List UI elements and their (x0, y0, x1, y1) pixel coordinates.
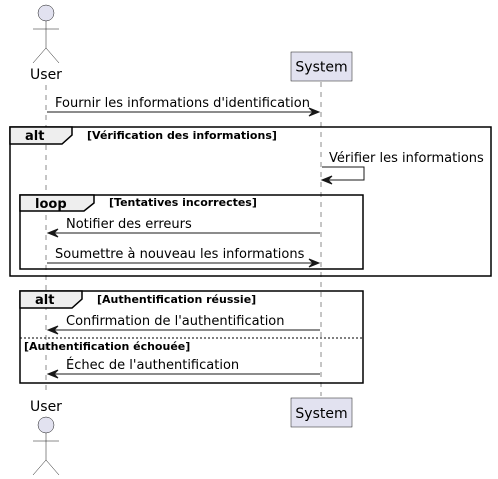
message-notify-errors: Notifier des erreurs (46, 217, 320, 238)
message-label: Notifier des erreurs (66, 217, 192, 232)
message-verify-info: Vérifier les informations (320, 151, 484, 185)
arrow-head-icon (46, 228, 59, 238)
arrow-head-icon (46, 369, 59, 379)
system-box-bottom (290, 397, 353, 428)
system-box-top (290, 51, 353, 82)
system-label-bottom: System (295, 406, 347, 422)
arrow-head-icon (46, 325, 59, 335)
message-provide-credentials: Fournir les informations d'identificatio… (47, 96, 321, 117)
frame-condition: [Authentification réussie] (97, 293, 256, 306)
message-resubmit-info: Soumettre à nouveau les informations (47, 247, 321, 268)
user-actor-bottom: User (30, 399, 62, 476)
user-actor-top: User (30, 4, 62, 83)
message-label: Soumettre à nouveau les informations (55, 247, 305, 262)
frame-keyword: alt (35, 293, 54, 308)
frame-tab (19, 290, 83, 309)
system-label-top: System (295, 60, 347, 76)
arrow-head-icon (320, 175, 333, 185)
arrow-head-icon (308, 107, 321, 117)
message-label: Échec de l'authentification (66, 357, 239, 373)
user-label-bottom: User (30, 399, 62, 415)
arrow-head-icon (308, 258, 321, 268)
message-label: Vérifier les informations (329, 151, 484, 166)
frame-condition: [Vérification des informations] (87, 129, 277, 142)
system-participant-top: System (290, 51, 353, 82)
message-auth-confirmed: Confirmation de l'authentification (46, 314, 320, 335)
user-label-top: User (30, 67, 62, 83)
frame-alt-verification: alt [Vérification des informations] (9, 126, 492, 277)
frame-tab (9, 126, 73, 145)
message-auth-failed: Échec de l'authentification (46, 357, 320, 379)
frame-tab (19, 194, 95, 212)
actor-head-icon (37, 416, 55, 434)
actor-head-icon (37, 4, 55, 22)
frame-keyword: alt (25, 129, 44, 144)
else-condition: [Authentification échouée] (24, 340, 190, 353)
frame-keyword: loop (35, 197, 67, 212)
message-label: Confirmation de l'authentification (66, 314, 285, 329)
frame-alt-authentication: alt [Authentification réussie] [Authenti… (19, 290, 364, 384)
frame-loop-attempts: loop [Tentatives incorrectes] (19, 194, 364, 270)
system-participant-bottom: System (290, 397, 353, 428)
actor-body-icon (32, 433, 60, 476)
message-label: Fournir les informations d'identificatio… (55, 96, 310, 111)
frame-condition: [Tentatives incorrectes] (109, 196, 257, 209)
actor-body-icon (32, 21, 60, 64)
